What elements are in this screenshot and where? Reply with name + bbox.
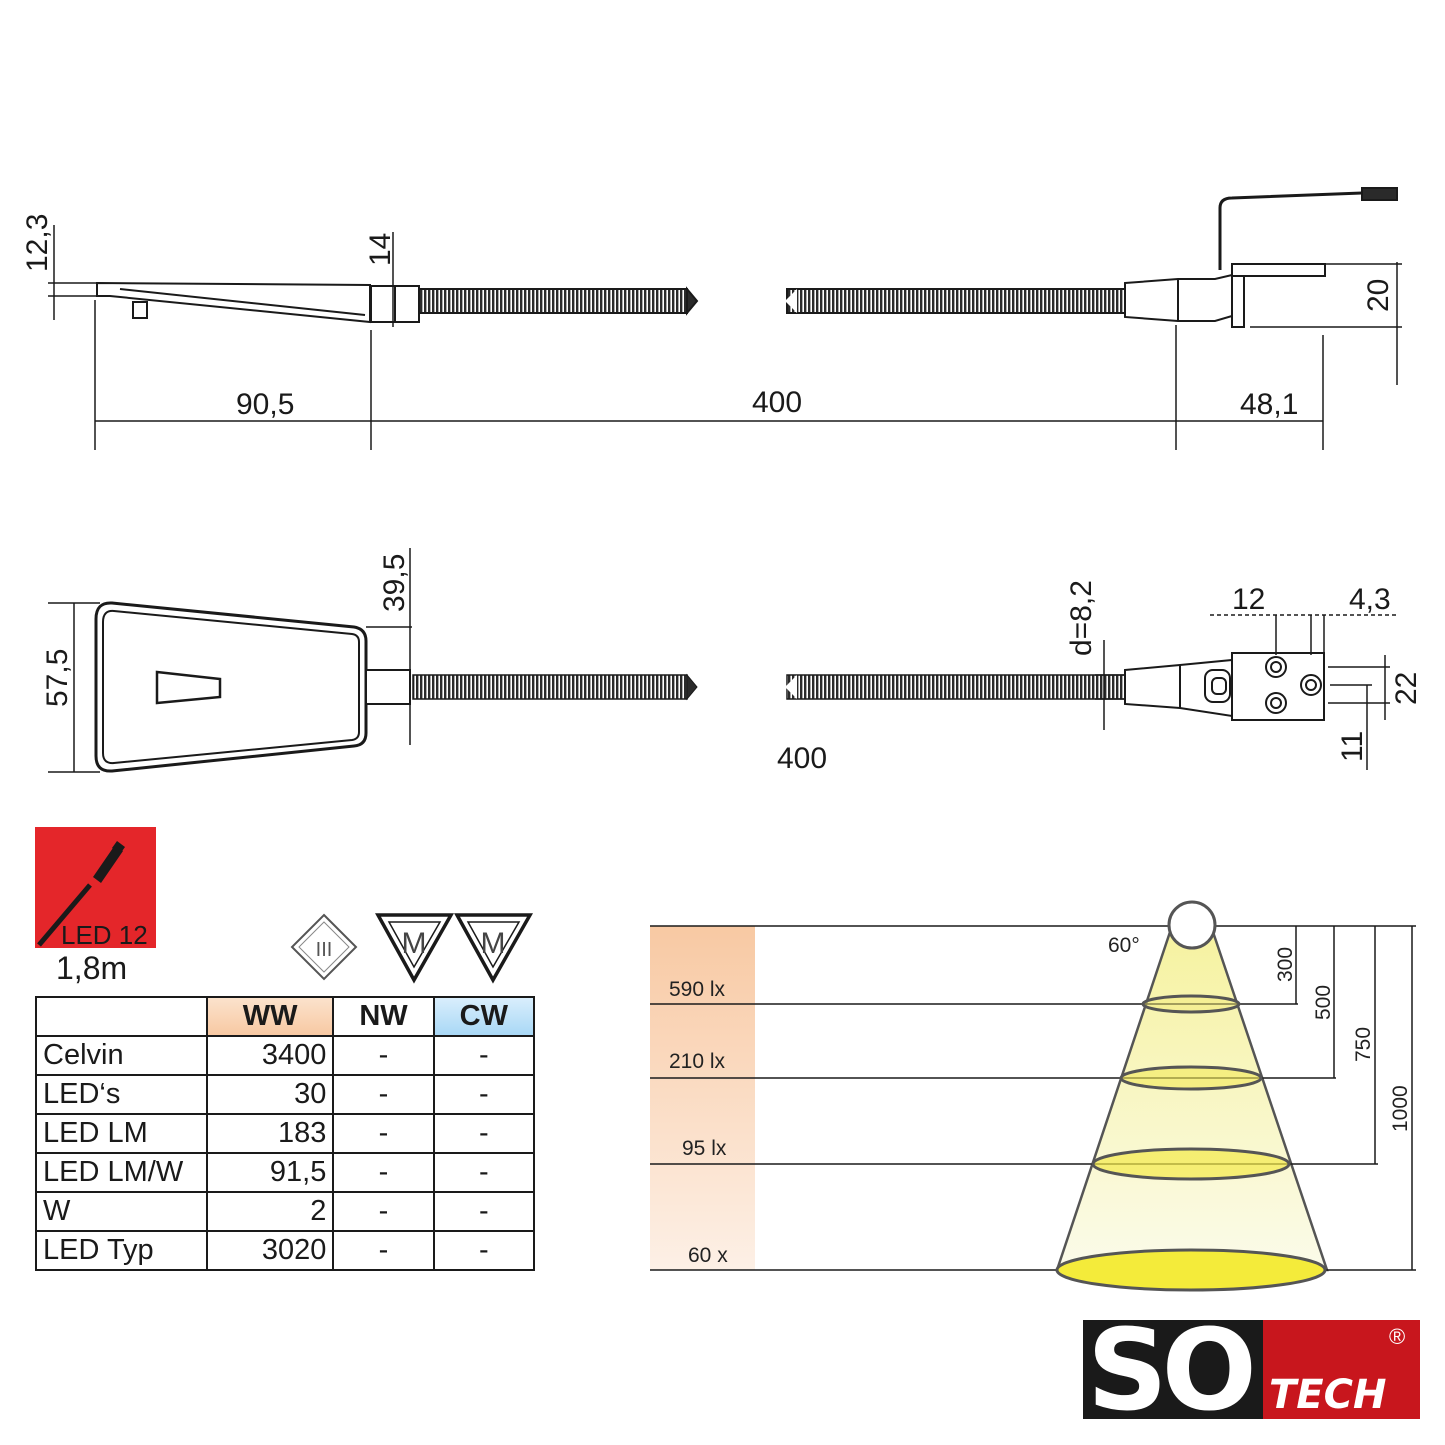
light-ring-300	[1141, 994, 1241, 1014]
cell-ww: 3400	[205, 1035, 335, 1076]
distance-label-1000: 1000	[1389, 1085, 1412, 1132]
furniture-mark-icon-2: M	[454, 913, 534, 984]
dim-side-height: 12,3	[21, 214, 54, 272]
cell-nw: -	[332, 1191, 435, 1232]
dim-arm-length-top: 400	[777, 742, 827, 775]
dim-neck-height: 14	[364, 233, 397, 266]
svg-text:M: M	[402, 927, 427, 960]
dim-base-width: 22	[1390, 672, 1423, 705]
cell-ww: 183	[205, 1113, 335, 1154]
light-ring-750	[1091, 1147, 1291, 1181]
cell-cw: -	[432, 1191, 536, 1232]
gooseneck-top-right	[786, 674, 1126, 700]
light-ring-500	[1119, 1065, 1263, 1091]
gooseneck-top-left	[412, 674, 688, 700]
registered-mark: ®	[1389, 1324, 1406, 1349]
top-view-labels: 57,5 39,5 d=8,2 400 12 4,3 22 11	[41, 554, 1423, 775]
cell-ww: 3020	[205, 1230, 335, 1271]
row-label: LED Typ	[35, 1230, 208, 1271]
row-label: W	[35, 1191, 208, 1232]
row-label: Celvin	[35, 1035, 208, 1076]
logo-black-panel	[1083, 1320, 1263, 1419]
logo-mark: SO	[1087, 1306, 1257, 1436]
lamp-head-side	[96, 281, 371, 324]
cell-cw: -	[432, 1152, 536, 1193]
cell-cw: -	[432, 1230, 536, 1271]
light-ring-1000	[1055, 1248, 1327, 1292]
side-view-labels: 12,3 14 90,5 400 48,1 20	[21, 214, 1395, 421]
table-row: LED‘s 30 - -	[35, 1074, 536, 1115]
spec-table: WW NW CW Celvin 3400 - - LED‘s 30 - - LE…	[35, 996, 536, 1271]
header-cw: CW	[432, 996, 536, 1037]
svg-text:M: M	[481, 927, 506, 960]
top-view	[48, 548, 1396, 773]
light-distribution-diagram: 60° 590 lx 210 lx 95 lx 60 x 300 500 750…	[650, 900, 1416, 1292]
row-label: LED LM	[35, 1113, 208, 1154]
furniture-mark-icon-1: M	[375, 913, 455, 984]
cell-nw: -	[332, 1074, 435, 1115]
base-top-connector	[1124, 658, 1233, 718]
beam-angle-label: 60°	[1108, 934, 1140, 957]
side-view	[48, 187, 1402, 450]
dim-edge-offset: 4,3	[1349, 583, 1391, 616]
base-plate-top	[1231, 652, 1325, 721]
cell-cw: -	[432, 1113, 536, 1154]
lux-label-500: 210 lx	[669, 1050, 726, 1073]
dim-hole-offset: 11	[1336, 731, 1369, 762]
table-row: Celvin 3400 - -	[35, 1035, 536, 1076]
neck-top	[365, 669, 411, 705]
header-empty	[35, 996, 208, 1037]
lux-label-1000: 60 x	[688, 1244, 728, 1267]
table-row: LED Typ 3020 - -	[35, 1230, 536, 1271]
mount-holes	[1265, 656, 1322, 714]
svg-text:III: III	[316, 939, 333, 961]
dim-neck-width: 39,5	[378, 554, 411, 612]
table-row: LED LM/W 91,5 - -	[35, 1152, 536, 1193]
dim-arm-length: 400	[752, 386, 802, 419]
cell-nw: -	[332, 1113, 435, 1154]
cell-ww: 2	[205, 1191, 335, 1232]
cell-ww: 91,5	[205, 1152, 335, 1193]
lux-label-750: 95 lx	[682, 1137, 727, 1160]
distance-label-500: 500	[1312, 985, 1335, 1020]
dim-hole-spacing: 12	[1232, 583, 1265, 616]
cell-ww: 30	[205, 1074, 335, 1115]
dim-arm-diameter: d=8,2	[1065, 580, 1098, 656]
dim-base-height: 20	[1362, 279, 1395, 312]
dim-base-length: 48,1	[1240, 388, 1298, 421]
cell-nw: -	[332, 1152, 435, 1193]
lux-label-300: 590 lx	[669, 978, 726, 1001]
row-label: LED‘s	[35, 1074, 208, 1115]
led-12-badge	[35, 827, 156, 948]
dim-head-width: 57,5	[41, 649, 74, 707]
distance-label-300: 300	[1274, 947, 1297, 982]
logo-red-panel	[1263, 1320, 1420, 1419]
header-ww: WW	[205, 996, 335, 1037]
table-row: W 2 - -	[35, 1191, 536, 1232]
table-header-row: WW NW CW	[35, 996, 536, 1037]
row-label: LED LM/W	[35, 1152, 208, 1193]
protection-class-icon: III	[290, 913, 358, 981]
lamp-head-icon	[1167, 900, 1217, 950]
lamp-head-top	[94, 601, 368, 773]
cell-nw: -	[332, 1035, 435, 1076]
sotech-logo: SO TECH ®	[1083, 1306, 1420, 1436]
cell-cw: -	[432, 1074, 536, 1115]
logo-word: TECH	[1269, 1372, 1387, 1418]
cell-cw: -	[432, 1035, 536, 1076]
table-row: LED LM 183 - -	[35, 1113, 536, 1154]
gooseneck-right	[786, 288, 1126, 314]
header-nw: NW	[332, 996, 435, 1037]
distance-label-750: 750	[1352, 1027, 1375, 1062]
lux-column	[650, 926, 755, 1270]
led-badge-label: LED 12	[61, 920, 148, 950]
led-plug-icon	[37, 841, 125, 947]
cell-nw: -	[332, 1230, 435, 1271]
cable-length: 1,8m	[56, 950, 128, 986]
dim-head-length: 90,5	[236, 388, 294, 421]
switch-slot	[155, 670, 222, 705]
gooseneck-left	[418, 288, 688, 314]
